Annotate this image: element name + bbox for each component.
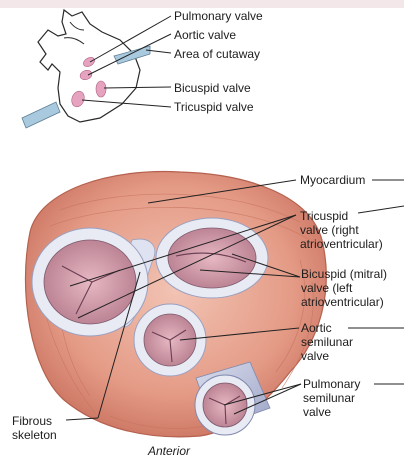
label-fibrous-line-2: skeleton: [12, 428, 57, 442]
cutaway-plane-lower: [22, 102, 60, 128]
label-bicuspid: Bicuspid (mitral) valve (left atrioventr…: [301, 267, 387, 309]
label-tricuspid-line-2: valve (right: [300, 223, 383, 237]
label-anterior: Anterior: [148, 444, 190, 458]
label-tricuspid: Tricuspid valve (right atrioventricular): [300, 209, 383, 251]
label-pulmonary-line-2: semilunar: [303, 391, 360, 405]
label-tricuspid-valve: Tricuspid valve: [174, 100, 254, 114]
label-tricuspid-line-3: atrioventricular): [300, 237, 383, 251]
label-aortic-valve: Aortic valve: [174, 28, 236, 42]
label-aortic: Aortic semilunar valve: [301, 321, 353, 363]
label-pulmonary-line-3: valve: [303, 405, 360, 419]
label-aortic-line-2: semilunar: [301, 335, 353, 349]
label-aortic-line-3: valve: [301, 349, 353, 363]
label-myocardium: Myocardium: [300, 173, 365, 187]
label-aortic-line-1: Aortic: [301, 321, 353, 335]
label-bicuspid-line-3: atrioventricular): [301, 295, 387, 309]
label-pulmonary-line-1: Pulmonary: [303, 377, 360, 391]
inset-bicuspid-valve: [96, 81, 106, 97]
label-pulmonary-valve: Pulmonary valve: [174, 9, 263, 23]
label-tricuspid-line-1: Tricuspid: [300, 209, 383, 223]
tricuspid-valve: [44, 240, 136, 324]
label-fibrous-skeleton: Fibrous skeleton: [12, 414, 57, 442]
label-fibrous-line-1: Fibrous: [12, 414, 57, 428]
label-area-of-cutaway: Area of cutaway: [174, 47, 260, 61]
label-bicuspid-valve: Bicuspid valve: [174, 81, 251, 95]
label-pulmonary: Pulmonary semilunar valve: [303, 377, 360, 419]
label-bicuspid-line-1: Bicuspid (mitral): [301, 267, 387, 281]
label-bicuspid-line-2: valve (left: [301, 281, 387, 295]
